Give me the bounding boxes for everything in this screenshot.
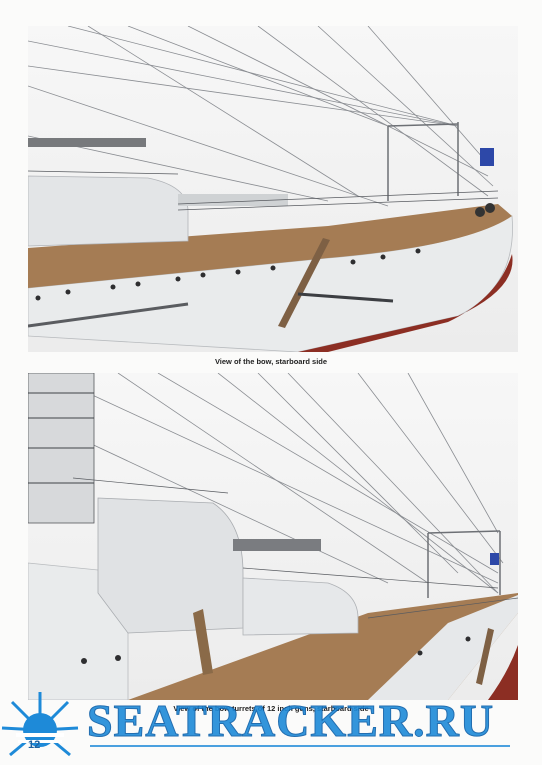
bow-turrets-render	[28, 373, 518, 700]
caption-top: View of the bow, starboard side	[214, 357, 328, 366]
sun-logo-icon	[1, 692, 79, 757]
bow-starboard-illustration	[28, 26, 513, 352]
caption-bottom: View of the bow turrets of 12 inch guns,…	[173, 704, 369, 713]
page-number: 12	[28, 739, 41, 751]
watermark-underline	[90, 745, 510, 747]
watermark	[0, 690, 542, 765]
bow-starboard-render	[28, 26, 518, 352]
bow-turrets-illustration	[28, 373, 518, 700]
watermark-text: SEATRACKER.RU	[86, 695, 495, 747]
